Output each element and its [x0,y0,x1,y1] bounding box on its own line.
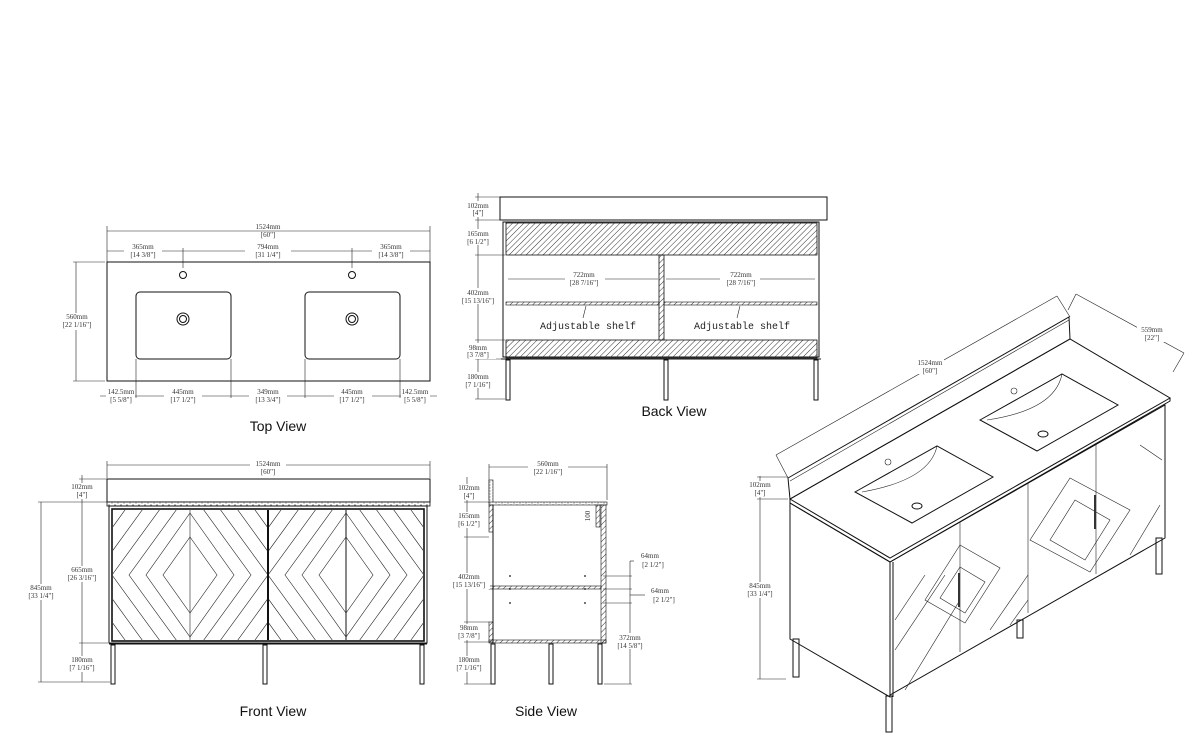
side-dim-1-in: [4"] [463,492,474,500]
top-dim-3-mm: 365mm [380,243,402,251]
front-total-height-in: [33 1/4"] [28,592,53,600]
front-cabinet-height-in: [26 3/16"] [68,574,97,582]
back-dim-1-mm: 102mm [467,202,489,210]
front-total-height-mm: 845mm [30,584,52,592]
backsplash [106,478,431,503]
sink-left [135,291,232,360]
faucet-hole-icon [348,271,356,279]
side-dim-5-mm: 180mm [458,656,480,664]
shelf-width-left-mm: 722mm [573,271,595,279]
front-leg-height-mm: 180mm [71,656,93,664]
front-view-label: Front View [240,703,308,719]
bottom-dim-4-in: [17 1/2"] [339,396,364,404]
iso-backsplash-mm: 102mm [749,481,771,489]
back-view: 722mm [28 7/16"] 722mm [28 7/16"] Adjust… [456,193,828,419]
iso-width-mm: 1524mm [918,359,943,367]
backsplash [499,196,828,221]
front-width-in: [60"] [261,468,276,476]
shelf-width-left-in: [28 7/16"] [570,279,599,287]
side-dim-2-mm: 165mm [458,512,480,520]
back-dim-4-in: [3 7/8"] [467,351,489,359]
front-width-mm: 1524mm [256,460,281,468]
side-dim-4-in: [3 7/8"] [458,632,480,640]
back-dim-3-mm: 402mm [467,289,489,297]
top-dim-1-in: [14 3/8"] [130,251,155,259]
side-view: 560mm [22 1/16"] 100 102mm [4"] 165mm [6 [448,460,675,719]
bottom-dim-3-mm: 349mm [257,388,279,396]
side-dim-5-in: [7 1/16"] [456,664,481,672]
cabinet-doors [113,510,423,640]
side-view-label: Side View [515,703,578,719]
back-dim-2-mm: 165mm [467,230,489,238]
back-dim-5-in: [7 1/16"] [465,381,490,389]
adjustable-shelf-note: Adjustable shelf [694,321,790,333]
bottom-dim-5-in: [5 5/8"] [404,396,426,404]
bottom-dim-2-in: [17 1/2"] [170,396,195,404]
countertop-edge [106,501,431,507]
top-dim-3-in: [14 3/8"] [378,251,403,259]
top-view-label: Top View [250,418,307,434]
side-depth-in: [22 1/16"] [534,468,563,476]
iso-depth-mm: 559mm [1141,326,1163,334]
top-depth-mm: 560mm [66,313,88,321]
top-dim-2-mm: 794mm [257,243,279,251]
side-dim-3-mm: 402mm [458,573,480,581]
side-dim-2-in: [6 1/2"] [458,520,480,528]
iso-height-in: [33 1/4"] [747,590,772,598]
side-right-dim-2-mm: 64mm [651,587,669,595]
top-dim-2-in: [31 1/4"] [255,251,280,259]
isometric-view: 1524mm [60"] 559mm [22"] [741,293,1185,733]
side-dim-3-in: [15 13/16"] [453,581,485,589]
side-right-dim-3-mm: 372mm [619,634,641,642]
bottom-dim-1-mm: 142.5mm [108,388,135,396]
front-cabinet-height-mm: 665mm [71,566,93,574]
back-dim-1-in: [4"] [472,209,483,217]
top-width-in: [60"] [261,231,276,239]
bottom-dim-3-in: [13 3/4"] [255,396,280,404]
back-dim-5-mm: 180mm [467,373,489,381]
bottom-dim-1-in: [5 5/8"] [110,396,132,404]
top-depth-in: [22 1/16"] [63,321,92,329]
iso-width-in: [60"] [923,367,938,375]
iso-backsplash-in: [4"] [754,489,765,497]
back-dim-4-mm: 98mm [469,344,487,352]
bottom-dim-5-mm: 142.5mm [402,388,429,396]
iso-height-mm: 845mm [749,582,771,590]
top-width-mm: 1524mm [256,223,281,231]
side-dim-1-mm: 102mm [458,484,480,492]
adjustable-shelf-note: Adjustable shelf [540,321,636,333]
side-right-dim-1-mm: 64mm [641,552,659,560]
back-dim-3-in: [15 13/16"] [462,297,494,305]
front-leg-height-in: [7 1/16"] [69,664,94,672]
shelf-width-right-mm: 722mm [730,271,752,279]
sink-right [304,291,401,360]
bottom-dim-4-mm: 445mm [341,388,363,396]
shelf-width-right-in: [28 7/16"] [727,279,756,287]
side-right-dim-1-in: [2 1/2"] [642,561,664,569]
back-dim-2-in: [6 1/2"] [467,238,489,246]
bottom-dim-2-mm: 445mm [172,388,194,396]
top-dim-1-mm: 365mm [132,243,154,251]
side-right-dim-2-in: [2 1/2"] [653,596,675,604]
back-view-label: Back View [641,403,707,419]
iso-door-pattern [894,444,1163,691]
side-rail-dim: 100 [584,510,592,521]
front-backsplash-in: [4"] [76,491,87,499]
iso-depth-in: [22"] [1145,334,1160,342]
side-dim-4-mm: 98mm [460,624,478,632]
front-backsplash-mm: 102mm [71,483,93,491]
top-view: 1524mm [60"] 365mm [14 3/8"] 794mm [31 1… [58,223,437,434]
front-view: 1524mm [60"] [22,460,431,719]
side-right-dim-3-in: [14 5/8"] [617,642,642,650]
side-depth-mm: 560mm [537,460,559,468]
faucet-hole-icon [179,271,187,279]
